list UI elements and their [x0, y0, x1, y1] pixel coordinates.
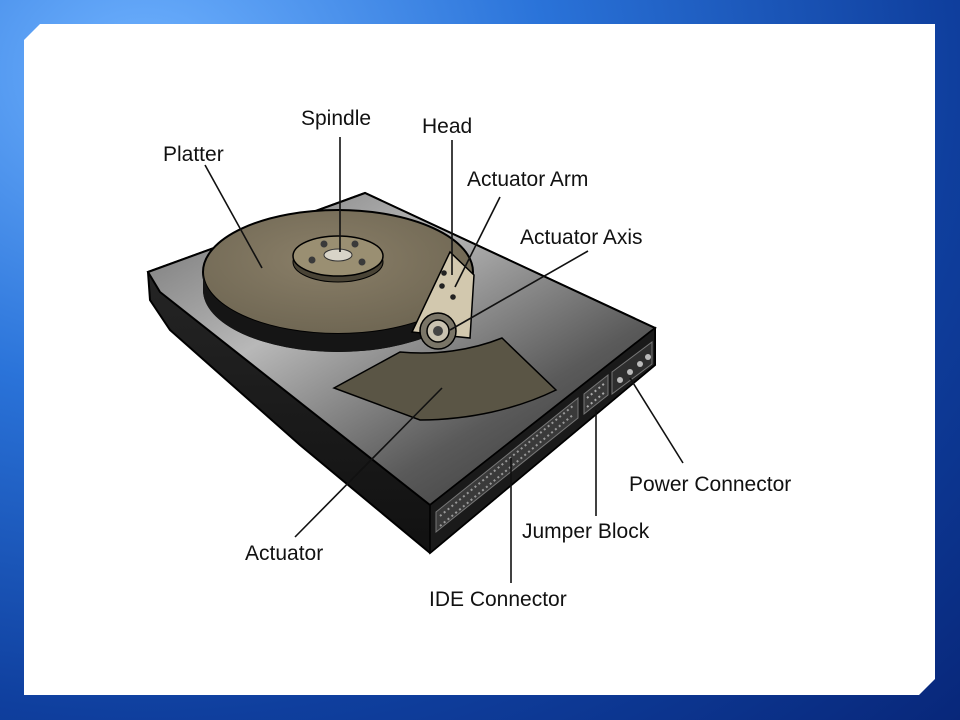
label-ide-connector: IDE Connector	[429, 588, 567, 611]
leader-power-connector	[629, 377, 684, 464]
spindle	[292, 235, 384, 283]
leader-platter	[204, 164, 263, 269]
label-power-connector: Power Connector	[629, 473, 791, 496]
power-connector-pins	[611, 341, 653, 395]
jumper-block-pins	[583, 373, 609, 416]
label-platter: Platter	[163, 143, 224, 166]
actuator	[332, 337, 558, 421]
label-jumper-block: Jumper Block	[522, 520, 650, 543]
leader-lines	[204, 137, 684, 583]
label-actuator-axis: Actuator Axis	[520, 226, 643, 249]
label-actuator: Actuator	[245, 542, 323, 565]
ide-connector-pins	[435, 396, 579, 534]
diagram-labels: Spindle Head Platter Actuator Arm Actuat…	[163, 107, 791, 611]
label-actuator-arm: Actuator Arm	[467, 168, 588, 191]
label-head: Head	[422, 115, 472, 138]
leader-actuator-arm	[454, 196, 501, 288]
label-spindle: Spindle	[301, 107, 371, 130]
leader-actuator-axis	[449, 250, 589, 331]
leader-actuator	[294, 387, 443, 538]
actuator-axis	[419, 312, 457, 350]
